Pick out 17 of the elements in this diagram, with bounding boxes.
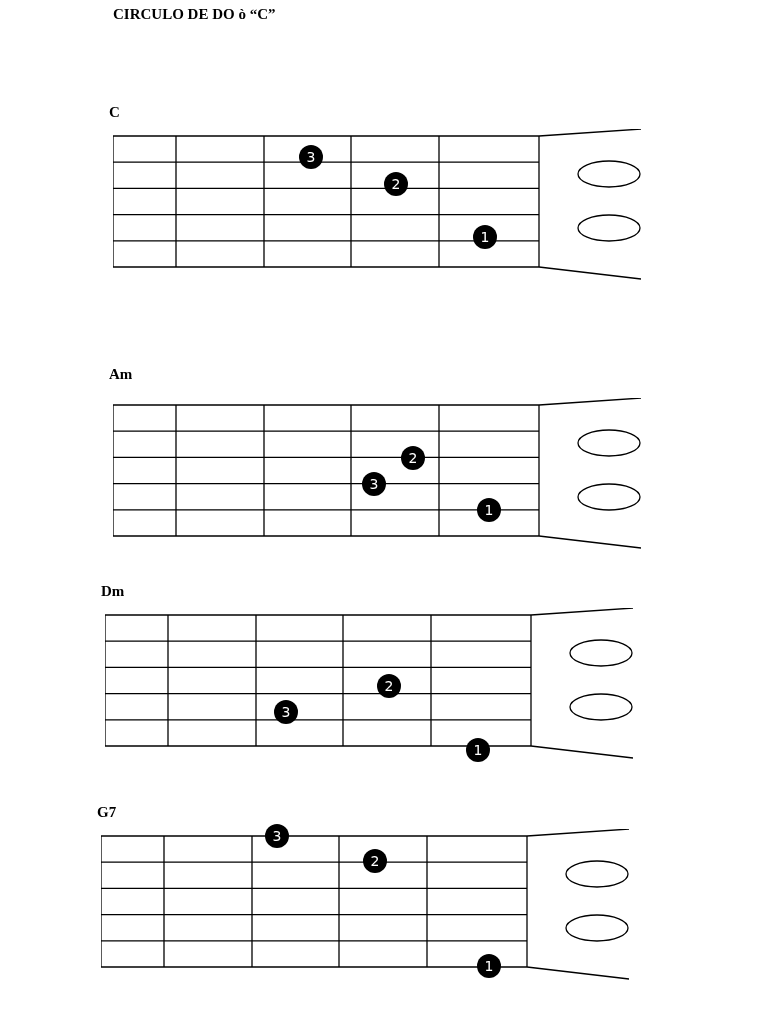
finger-dot: 2 <box>384 172 408 196</box>
finger-dot: 1 <box>477 954 501 978</box>
chord-name: G7 <box>97 804 117 821</box>
finger-dot: 2 <box>401 446 425 470</box>
chord-name: C <box>109 104 120 121</box>
finger-dot: 1 <box>466 738 490 762</box>
finger-dot: 1 <box>477 498 501 522</box>
title: CIRCULO DE DO ò “C” <box>113 6 276 23</box>
finger-dot: 2 <box>377 674 401 698</box>
finger-dot: 3 <box>362 472 386 496</box>
finger-dot: 2 <box>363 849 387 873</box>
finger-dot: 3 <box>274 700 298 724</box>
finger-dot: 3 <box>299 145 323 169</box>
chord-name: Am <box>109 366 133 383</box>
finger-dot: 1 <box>473 225 497 249</box>
finger-dot: 3 <box>265 824 289 848</box>
chord-name: Dm <box>101 583 125 600</box>
